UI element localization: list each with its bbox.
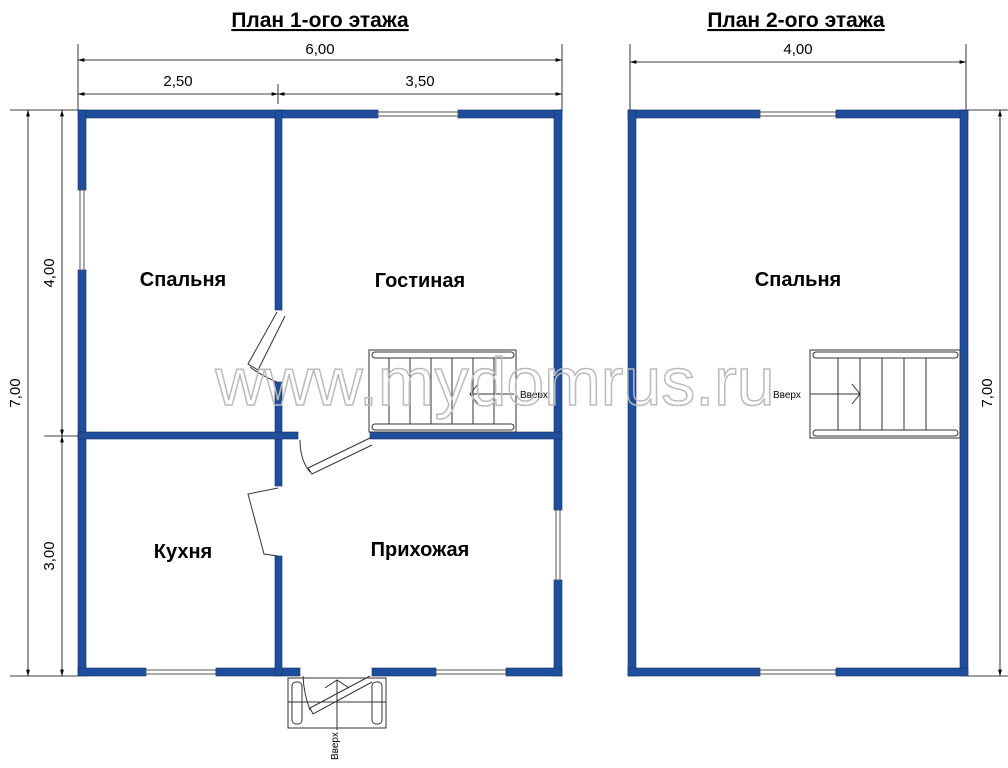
- dim-top-height: 4,00: [41, 258, 58, 287]
- plan2-walls: [627, 109, 969, 677]
- dim-left-width: 2,50: [163, 73, 192, 90]
- plan2-title: План 2-ого этажа: [707, 9, 885, 32]
- dim-total-height: 7,00: [7, 378, 24, 407]
- room-hallway: Прихожая: [371, 539, 470, 561]
- plan2-dim-width: 4,00: [783, 41, 812, 58]
- plan2-dim-height: 7,00: [979, 378, 996, 407]
- plan1-doors: [247, 311, 373, 557]
- plan1-title: План 1-ого этажа: [231, 9, 409, 32]
- room-living: Гостиная: [375, 270, 465, 292]
- plan1-staircase: Вверх: [368, 349, 548, 433]
- plan2-staircase: Вверх: [773, 349, 961, 439]
- plan2-dimensions: 4,00 7,00: [629, 41, 1008, 677]
- dim-right-width: 3,50: [405, 73, 434, 90]
- plan1-stair-label: Вверх: [520, 390, 548, 401]
- dim-bottom-height: 3,00: [41, 541, 58, 570]
- watermark: www.mydomrus.ru: [214, 344, 774, 420]
- plan1-walls: [77, 109, 563, 677]
- room-kitchen: Кухня: [154, 541, 212, 563]
- dim-total-width: 6,00: [305, 41, 334, 58]
- room-bedroom-2: Спальня: [755, 269, 841, 291]
- porch-label: Вверх: [330, 732, 341, 760]
- room-bedroom-1: Спальня: [140, 269, 226, 291]
- plan1-dimensions: 6,00 2,50 3,50 7,00 4,00 3,00: [7, 41, 563, 677]
- plan2-stair-label: Вверх: [773, 390, 801, 401]
- porch: Вверх: [287, 675, 387, 760]
